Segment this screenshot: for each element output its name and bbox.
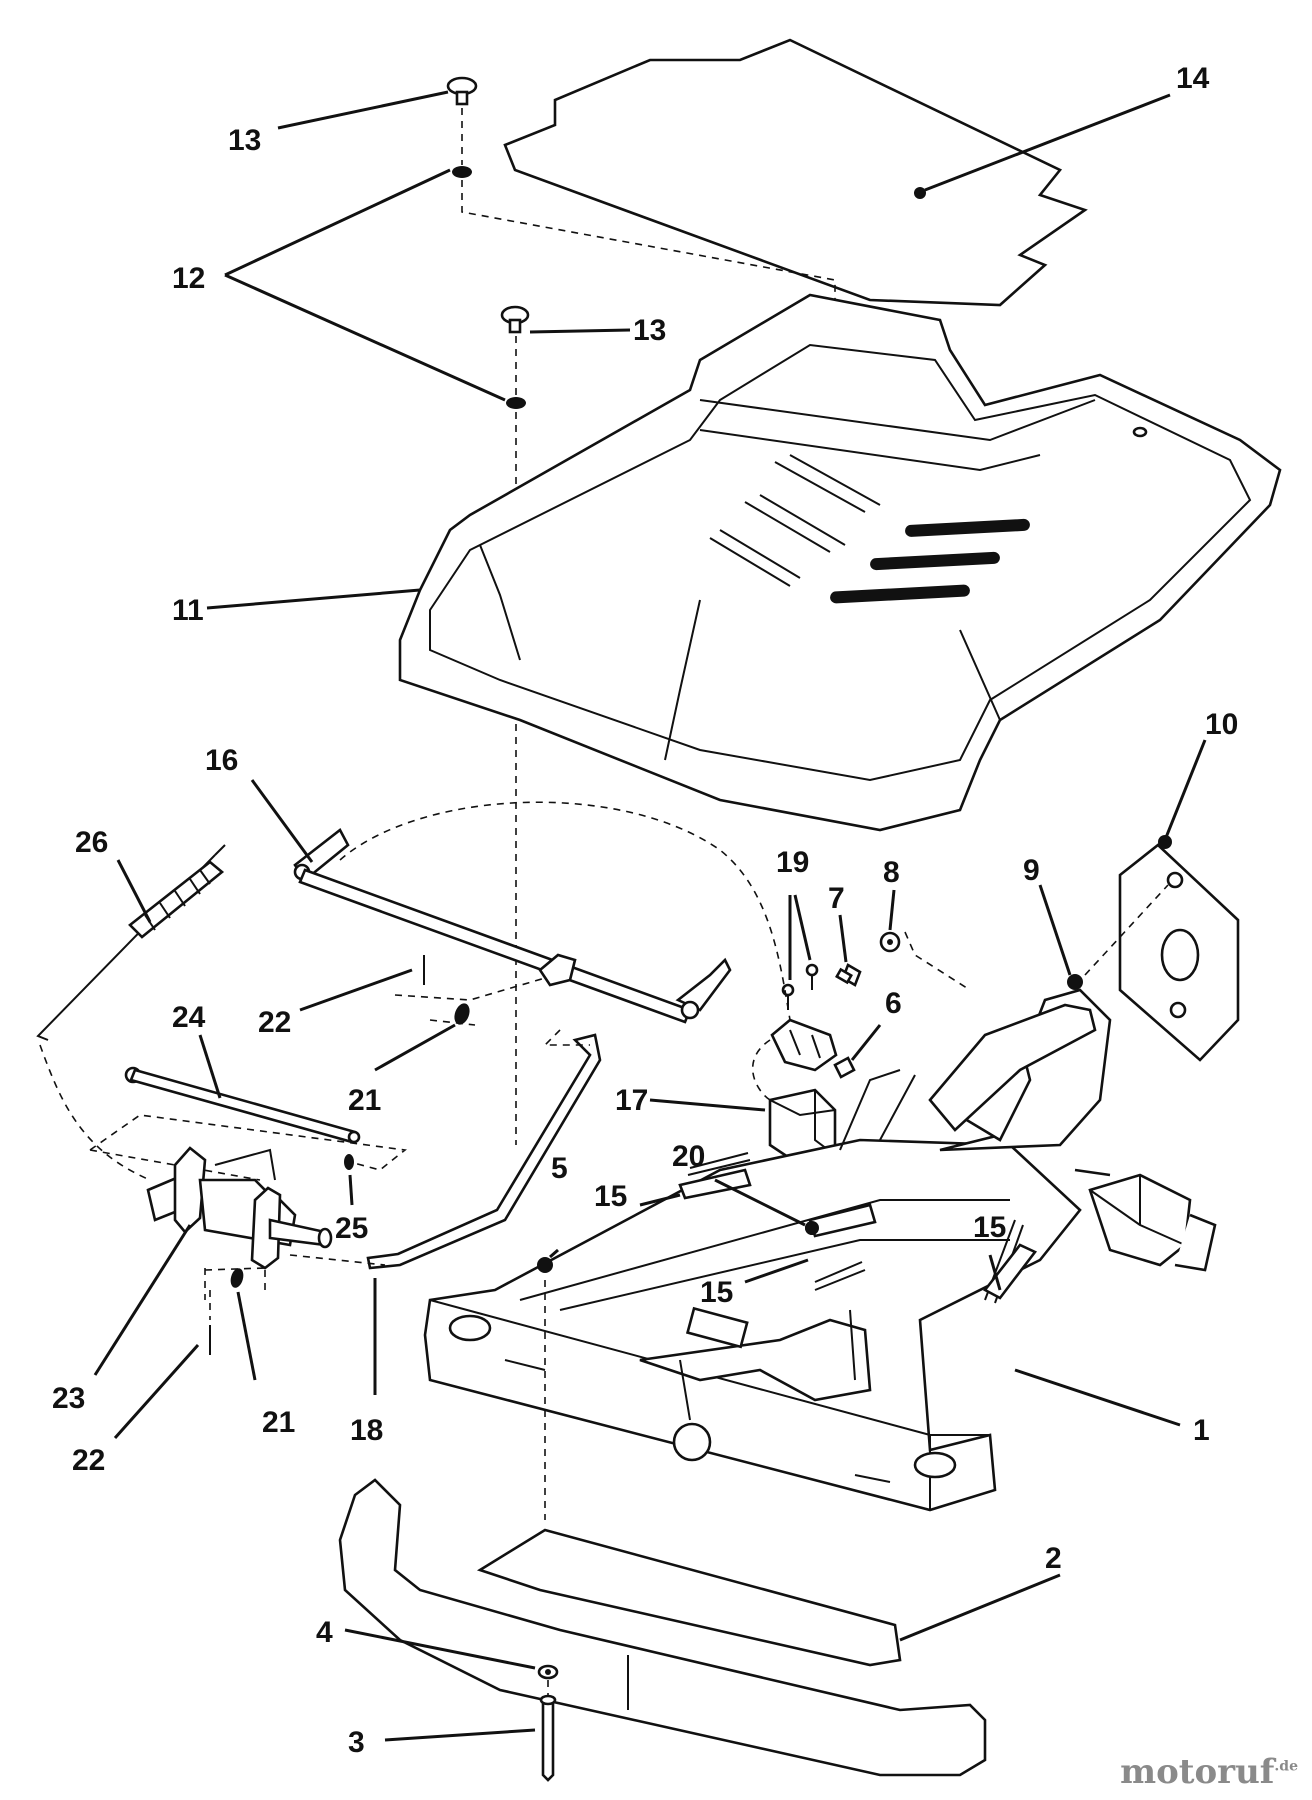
part-19-screws bbox=[781, 963, 819, 1010]
label-9: 9 bbox=[1023, 854, 1040, 887]
label-11: 11 bbox=[172, 594, 204, 627]
part-20-indicator bbox=[805, 1221, 819, 1235]
part-21-clip-lower bbox=[230, 1268, 244, 1288]
leader-lines bbox=[93, 90, 1207, 1742]
label-20: 20 bbox=[672, 1140, 705, 1173]
part-7-bolt bbox=[835, 963, 862, 987]
label-15-middle: 15 bbox=[700, 1276, 733, 1309]
part-16-pivot-rod bbox=[293, 828, 732, 1024]
label-8: 8 bbox=[883, 856, 900, 889]
part-3-bolt bbox=[539, 1694, 557, 1782]
label-16: 16 bbox=[205, 744, 238, 777]
label-7: 7 bbox=[828, 882, 845, 915]
label-10: 10 bbox=[1205, 708, 1238, 741]
part-13-knob-middle bbox=[500, 305, 530, 334]
part-4-washer bbox=[537, 1664, 559, 1680]
label-13-middle: 13 bbox=[633, 314, 666, 347]
label-23: 23 bbox=[52, 1382, 85, 1415]
label-22-lower: 22 bbox=[72, 1444, 105, 1477]
watermark-logo: motoruf.de bbox=[1120, 1752, 1298, 1792]
part-21-clip-upper bbox=[454, 1003, 470, 1025]
part-6-clip bbox=[833, 1056, 856, 1079]
label-24: 24 bbox=[172, 1001, 206, 1034]
seat-latch-bracket bbox=[770, 1018, 838, 1072]
part-5-nut bbox=[537, 1257, 553, 1273]
part-9-nut bbox=[1067, 974, 1083, 990]
part-12-washer-middle bbox=[506, 397, 526, 409]
label-25: 25 bbox=[335, 1212, 368, 1245]
part-number-labels: 13 14 12 13 11 10 16 26 19 7 8 9 22 6 24… bbox=[52, 62, 1238, 1759]
part-14-mat bbox=[503, 38, 1088, 307]
label-14: 14 bbox=[1176, 62, 1210, 95]
seat-vent-slots bbox=[709, 454, 1030, 604]
label-21-lower: 21 bbox=[262, 1406, 295, 1439]
label-6: 6 bbox=[885, 987, 902, 1020]
label-2: 2 bbox=[1045, 1542, 1062, 1575]
label-12: 12 bbox=[172, 262, 205, 295]
part-11-seat-pan bbox=[398, 293, 1282, 832]
part-2-bumper bbox=[338, 1478, 987, 1777]
part-10-mounting-plate bbox=[1118, 835, 1240, 1062]
label-18: 18 bbox=[350, 1414, 383, 1447]
part-12-washer-top bbox=[452, 166, 472, 178]
part-18-link-rod bbox=[366, 1033, 602, 1270]
label-3: 3 bbox=[348, 1726, 365, 1759]
label-5: 5 bbox=[551, 1152, 568, 1185]
part-25-clip bbox=[344, 1154, 354, 1170]
part-1-frame bbox=[423, 988, 1217, 1512]
label-19: 19 bbox=[776, 846, 809, 879]
label-21-upper: 21 bbox=[348, 1084, 381, 1117]
label-22-upper: 22 bbox=[258, 1006, 291, 1039]
label-26: 26 bbox=[75, 826, 108, 859]
label-17: 17 bbox=[615, 1084, 648, 1117]
part-8-nut bbox=[879, 931, 901, 953]
part-24-rod bbox=[124, 1066, 361, 1144]
label-13-top: 13 bbox=[228, 124, 261, 157]
label-15-right: 15 bbox=[973, 1211, 1006, 1244]
label-15-left: 15 bbox=[594, 1180, 627, 1213]
label-1: 1 bbox=[1193, 1414, 1210, 1447]
label-4: 4 bbox=[316, 1616, 333, 1649]
part-26-spring bbox=[36, 844, 226, 1041]
part-23-pivot-bracket bbox=[146, 1146, 333, 1270]
part-13-knob-top bbox=[446, 76, 478, 106]
